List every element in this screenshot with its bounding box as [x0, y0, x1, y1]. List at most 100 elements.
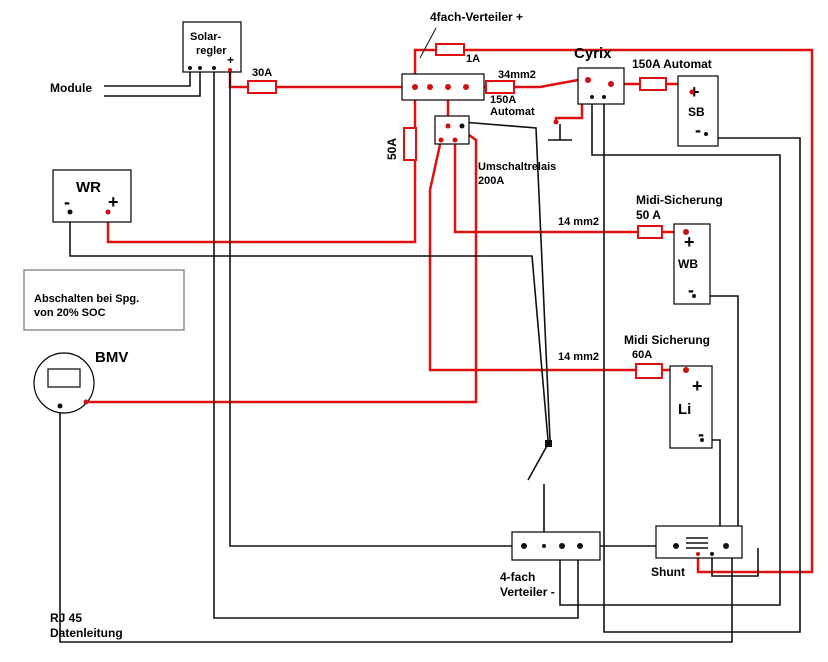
shunt-label: Shunt [651, 565, 685, 579]
solar-terminal-3 [212, 66, 216, 70]
midi-fuse-50a-label-2: 50 A [636, 208, 661, 222]
relay-terminal-4 [452, 137, 458, 143]
positive-distributor-pointer [419, 27, 437, 59]
midi-fuse-50a-label-1: Midi-Sicherung [636, 193, 723, 207]
soc-note-line-1: Abschalten bei Spg. [34, 293, 139, 305]
main-positive-rail [413, 48, 436, 74]
distributor-negative-left-wire [229, 72, 524, 547]
cyrix-terminal-3 [590, 95, 594, 99]
neg-distributor-label-2: Verteiler - [500, 585, 555, 599]
shunt-output-wire [711, 548, 759, 577]
automat-150a-top [639, 77, 667, 91]
lithium-battery-plus: + [692, 376, 703, 396]
relay-label-2: 200A [478, 175, 504, 187]
midi-fuse-60a [635, 363, 663, 379]
positive-distributor-label: 4fach-Verteiler + [430, 10, 523, 24]
midi-fuse-60a-label-2: 60A [632, 349, 652, 361]
cyrix-terminal-2 [608, 81, 614, 87]
automat-150a-mid-label-2: Automat [490, 106, 535, 118]
module-wire-2 [104, 70, 201, 97]
lithium-battery-minus-terminal [700, 438, 704, 442]
midi-fuse-50a [637, 225, 663, 239]
cyrix-relay-box [577, 67, 625, 105]
wb-battery-minus-terminal [692, 294, 696, 298]
bmv-display [47, 368, 81, 388]
solar-terminal-2 [198, 66, 202, 70]
relay-coil-wire [461, 121, 551, 441]
bmv-data-terminal [57, 403, 63, 409]
solar-negative-wire [213, 70, 579, 619]
cyrix-negative-wire [559, 98, 781, 606]
soc-note-box [23, 269, 185, 331]
solar-terminal-plus [228, 68, 232, 72]
inverter-plus-terminal [105, 209, 111, 215]
cyrix-aux-terminal [553, 119, 559, 125]
neg-distributor-terminal-4 [577, 543, 583, 549]
wb-battery-plus-terminal [683, 229, 689, 235]
neg-distributor-terminal-1 [521, 543, 527, 549]
inverter-minus-terminal [67, 209, 73, 215]
disconnect-switch-blade [527, 443, 549, 481]
lithium-battery-plus-terminal [683, 367, 689, 373]
relay-terminal-2 [459, 123, 465, 129]
starter-battery-minus-terminal [704, 132, 708, 136]
lithium-battery-minus: - [698, 424, 704, 444]
bmv-control-wire [86, 128, 478, 404]
starter-battery-box [677, 75, 719, 147]
midi-fuse-60a-label-1: Midi Sicherung [624, 333, 710, 347]
bmv-label: BMV [95, 349, 128, 366]
cyrix-label: Cyrix [574, 45, 612, 62]
shunt-terminal-2 [723, 543, 729, 549]
neg-distributor-terminal-2 [542, 544, 546, 548]
switch-pivot [545, 440, 552, 447]
relay-label-1: Umschaltrelais [478, 161, 556, 173]
wb-battery-plus: + [684, 232, 695, 252]
fuse-30a [247, 80, 277, 94]
cyrix-terminal-4 [602, 95, 606, 99]
starter-battery-minus: - [695, 120, 701, 140]
neg-distributor-terminal-3 [559, 543, 565, 549]
starter-battery-label: SB [688, 105, 705, 119]
rj45-data-line [59, 406, 733, 643]
relay-to-li-wire [428, 139, 636, 372]
inverter-negative-wire [69, 212, 549, 441]
bmv-control-terminal [83, 399, 89, 405]
neg-distributor-label-1: 4-fach [500, 570, 535, 584]
automat-150a-mid [485, 80, 515, 94]
lithium-battery-box [669, 365, 713, 449]
solar-positive-wire [228, 72, 248, 89]
wb-battery-minus: - [688, 280, 694, 300]
wb-battery-box [673, 223, 711, 305]
distributor-terminal-4 [463, 84, 469, 90]
relay-terminal-3 [438, 137, 444, 143]
inverter-box [52, 169, 132, 223]
main-positive-rail-right [464, 48, 814, 574]
distributor-to-cyrix-wire-b [514, 78, 588, 89]
inverter-label: WR [76, 179, 101, 196]
starter-battery-plus-terminal [689, 89, 695, 95]
automat-150a-mid-label-1: 150A [490, 94, 516, 106]
module-label: Module [50, 81, 92, 95]
relay-to-wb-wire [453, 140, 638, 234]
distributor-terminal-3 [445, 84, 451, 90]
relay-terminal-1 [445, 123, 451, 129]
fuse-50a [403, 127, 417, 161]
fuse-30a-label: 30A [252, 67, 272, 79]
cable-34mm2-label: 34mm2 [498, 69, 536, 81]
shunt-terminal-3 [710, 552, 714, 556]
fuse-50a-label: 50A [385, 138, 399, 160]
solar-controller-plus: + [227, 53, 234, 67]
soc-note-line-2: von 20% SOC [34, 307, 106, 319]
solar-charge-controller-box [182, 21, 242, 73]
solar-controller-label-1: Solar- [190, 31, 222, 43]
solar-controller-label-2: regler [196, 45, 227, 57]
rj45-label-2: Datenleitung [50, 626, 123, 640]
cable-14mm2-wb-label: 14 mm2 [558, 216, 599, 228]
solar-terminal-1 [188, 66, 192, 70]
shunt-terminal-1 [673, 543, 679, 549]
lithium-battery-label: Li [678, 401, 691, 418]
cyrix-terminal-1 [585, 77, 591, 83]
fuse-1a-label: 1A [466, 53, 480, 65]
module-wire-1 [104, 70, 191, 87]
fuse-1a [435, 43, 465, 56]
